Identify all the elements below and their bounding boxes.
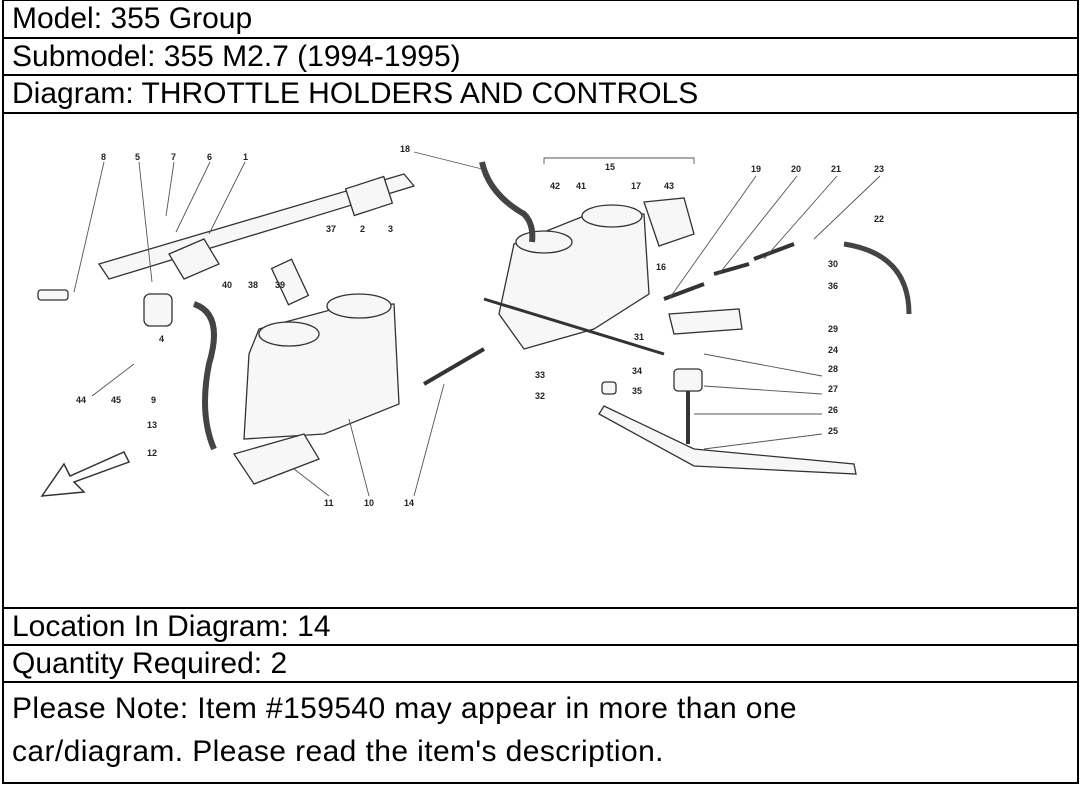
callout-15: 15 xyxy=(605,162,615,172)
hose-22 xyxy=(843,241,912,315)
callout-8: 8 xyxy=(101,152,106,162)
callout-45: 45 xyxy=(111,395,121,405)
callout-17: 17 xyxy=(631,181,641,191)
callout-30: 30 xyxy=(828,259,838,269)
rod-20 xyxy=(713,262,750,276)
callout-29: 29 xyxy=(828,324,838,334)
model-label: Model: 355 Group xyxy=(4,1,1077,39)
callout-16: 16 xyxy=(656,262,666,272)
callout-25: 25 xyxy=(828,426,838,436)
quantity-required: Quantity Required: 2 xyxy=(4,646,1077,683)
callout-36: 36 xyxy=(828,281,838,291)
throttle-body-left xyxy=(243,303,400,440)
spring-27 xyxy=(673,368,703,392)
throttle-sensor-17 xyxy=(643,197,695,247)
diagram-title: Diagram: THROTTLE HOLDERS AND CONTROLS xyxy=(4,76,1077,114)
hose-9 xyxy=(192,301,217,451)
callout-9: 9 xyxy=(151,395,156,405)
throttle-bore-right-b xyxy=(581,204,643,228)
callout-1: 1 xyxy=(243,152,248,162)
callout-7: 7 xyxy=(171,152,176,162)
callout-32: 32 xyxy=(535,391,545,401)
callout-13: 13 xyxy=(147,420,157,430)
callout-12: 12 xyxy=(147,448,157,458)
callout-42: 42 xyxy=(550,181,560,191)
callout-41: 41 xyxy=(576,181,586,191)
callout-26: 26 xyxy=(828,405,838,415)
note-line-1: Please Note: Item #159540 may appear in … xyxy=(12,692,798,725)
rail-mount xyxy=(168,238,220,280)
exploded-parts-diagram: 8 5 7 6 1 18 15 42 41 17 43 19 20 21 23 … xyxy=(4,114,1077,609)
rod-link xyxy=(483,297,665,356)
bushing-33 xyxy=(601,381,617,395)
callout-37: 37 xyxy=(326,224,336,234)
callout-35: 35 xyxy=(632,386,642,396)
callout-18: 18 xyxy=(400,144,410,154)
rod-14 xyxy=(422,347,486,386)
gasket-11 xyxy=(232,433,320,485)
direction-arrow xyxy=(40,451,131,497)
callout-10: 10 xyxy=(364,498,374,508)
bolt-8 xyxy=(37,289,69,301)
diagram-drawing: 8 5 7 6 1 18 15 42 41 17 43 19 20 21 23 … xyxy=(37,144,912,508)
location-in-diagram: Location In Diagram: 14 xyxy=(4,609,1077,646)
callout-4: 4 xyxy=(159,334,164,344)
callout-28: 28 xyxy=(828,364,838,374)
callout-40: 40 xyxy=(222,280,232,290)
callout-34: 34 xyxy=(632,366,642,376)
callout-3: 3 xyxy=(388,224,393,234)
rail-bracket xyxy=(344,175,394,217)
callout-14: 14 xyxy=(404,498,414,508)
callout-24: 24 xyxy=(828,345,838,355)
hose-18 xyxy=(479,161,536,243)
rod-21 xyxy=(753,242,795,261)
callout-2: 2 xyxy=(360,224,365,234)
injector xyxy=(270,258,310,306)
callout-44: 44 xyxy=(76,395,86,405)
rod-19 xyxy=(663,282,705,301)
throttle-body-right xyxy=(498,213,650,350)
callout-5: 5 xyxy=(135,152,140,162)
lever-25 xyxy=(598,405,857,475)
callout-20: 20 xyxy=(791,164,801,174)
callout-31: 31 xyxy=(634,332,644,342)
callout-33: 33 xyxy=(535,370,545,380)
callout-11: 11 xyxy=(324,498,334,508)
callout-21: 21 xyxy=(831,164,841,174)
callout-38: 38 xyxy=(248,280,258,290)
callout-23: 23 xyxy=(874,164,884,174)
pressure-regulator xyxy=(143,293,173,327)
throttle-bore-left-a xyxy=(258,321,320,347)
callout-39: 39 xyxy=(275,280,285,290)
callout-22: 22 xyxy=(874,214,884,224)
throttle-bore-left-b xyxy=(326,293,392,319)
callout-19: 19 xyxy=(751,164,761,174)
submodel-label: Submodel: 355 M2.7 (1994-1995) xyxy=(4,39,1077,76)
throttle-bore-right-a xyxy=(515,230,573,254)
callout-43: 43 xyxy=(664,181,674,191)
callout-6: 6 xyxy=(207,152,212,162)
item-note: Please Note: Item #159540 may appear in … xyxy=(4,683,1077,782)
note-line-2: car/diagram. Please read the item's desc… xyxy=(12,735,664,768)
callout-27: 27 xyxy=(828,384,838,394)
bell-crank-29 xyxy=(668,308,743,335)
